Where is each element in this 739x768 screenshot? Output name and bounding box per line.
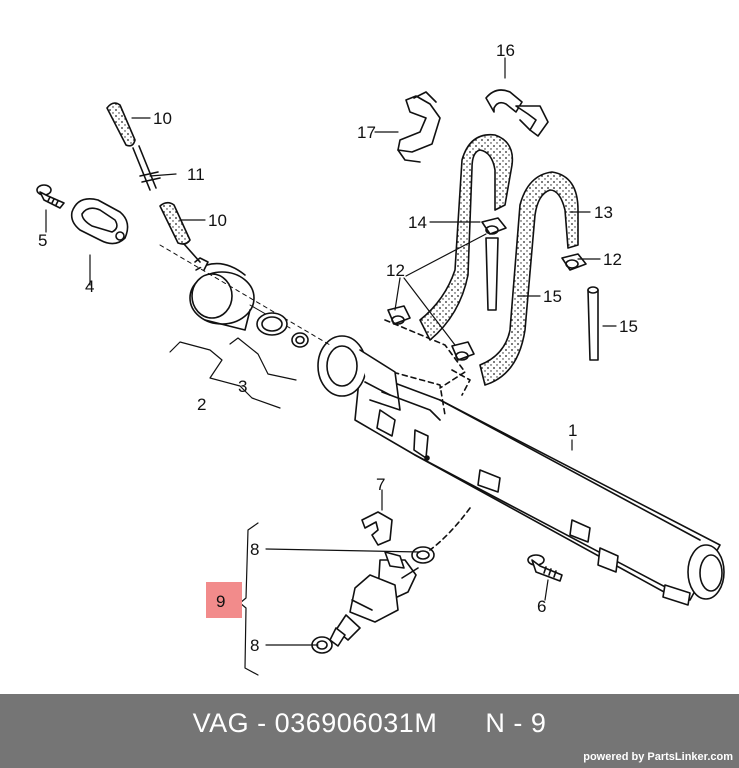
callout-17: 17 (357, 123, 376, 142)
callout-3: 3 (238, 377, 247, 396)
hose-holder (485, 89, 549, 137)
retaining-clamp (70, 198, 129, 245)
hose-clip-c (387, 305, 411, 325)
callout-6: 6 (537, 597, 546, 616)
brand-name: VAG (192, 708, 250, 738)
fuel-hose-return (419, 133, 514, 341)
callout-10-lower: 10 (208, 211, 227, 230)
callout-11: 11 (187, 165, 205, 184)
callout-8-upper: 8 (250, 540, 259, 559)
footer-bar: VAG - 036906031M N - 9 powered by PartsL… (0, 694, 739, 768)
regulator-housing (317, 335, 441, 421)
callout-7: 7 (376, 475, 385, 494)
fuel-rail (354, 319, 725, 606)
callout-5: 5 (38, 231, 47, 250)
callout-14: 14 (408, 213, 427, 232)
hose-bracket (397, 91, 441, 163)
hose-clip-d (451, 341, 475, 361)
callout-15-a: 15 (543, 287, 562, 306)
callout-16: 16 (496, 41, 515, 60)
pipe-segment-b (587, 286, 599, 361)
o-rings (256, 312, 309, 348)
screw-6 (527, 554, 563, 582)
vacuum-hose (106, 102, 201, 263)
hose-clip-b (561, 253, 587, 271)
screw-5 (36, 184, 65, 209)
retaining-clip (361, 511, 393, 546)
highlight-callout-9 (206, 582, 242, 618)
leader-lines (45, 57, 617, 646)
callout-10-upper: 10 (153, 109, 172, 128)
part-info: VAG - 036906031M N - 9 (0, 708, 739, 739)
fuel-injector (329, 507, 471, 647)
part-number: 036906031M (274, 708, 438, 738)
callout-12-right: 12 (603, 250, 622, 269)
bracket-group-2 (169, 337, 297, 409)
seal-ring-upper (411, 546, 435, 564)
powered-by-link[interactable]: powered by PartsLinker.com (583, 751, 733, 763)
spacer (437, 708, 485, 738)
callout-15-b: 15 (619, 317, 638, 336)
callout-12-left: 12 (386, 261, 405, 280)
callout-8-lower: 8 (250, 636, 259, 655)
position-label: N - 9 (485, 708, 547, 738)
callout-labels: 1 2 3 4 5 6 7 8 8 9 10 10 11 12 12 13 14… (38, 41, 638, 655)
callout-9: 9 (216, 592, 225, 611)
pressure-regulator (159, 244, 331, 346)
separator: - (249, 708, 275, 738)
fuel-hose-feed (479, 171, 579, 386)
callout-13: 13 (594, 203, 613, 222)
pipe-segment-a (485, 237, 499, 311)
hose-clip-a (481, 217, 507, 235)
callout-2: 2 (197, 395, 206, 414)
parts-diagram: 1 2 3 4 5 6 7 8 8 9 10 10 11 12 12 13 14… (36, 41, 725, 676)
callout-1: 1 (568, 421, 577, 440)
callout-4: 4 (85, 277, 94, 296)
